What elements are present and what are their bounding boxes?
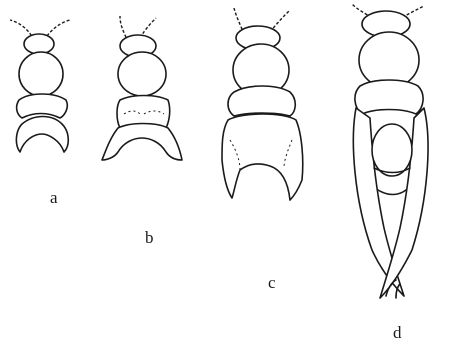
label-c: c: [268, 273, 276, 292]
stage-a-metathorax: [16, 117, 68, 153]
stage-a-head: [10, 20, 70, 54]
stage-d-abdomen: [372, 124, 412, 176]
stage-c-mesothorax: [228, 86, 295, 116]
stage-a-mesothorax: [17, 94, 68, 118]
label-b: b: [145, 228, 154, 247]
stage-b-thorax: [118, 52, 166, 96]
stage-c-nymph: [222, 8, 303, 200]
label-d: d: [393, 323, 402, 342]
stage-b-head: [120, 16, 156, 57]
stage-d-mesothorax: [355, 80, 423, 114]
stage-a-thorax: [19, 52, 63, 96]
stage-b-metathorax: [102, 124, 182, 161]
stage-c-metathorax: [222, 114, 303, 200]
stage-b-nymph: [102, 16, 182, 160]
label-a: a: [50, 188, 58, 207]
stage-d-nymph: [352, 4, 428, 298]
stage-a-nymph: [10, 20, 70, 152]
